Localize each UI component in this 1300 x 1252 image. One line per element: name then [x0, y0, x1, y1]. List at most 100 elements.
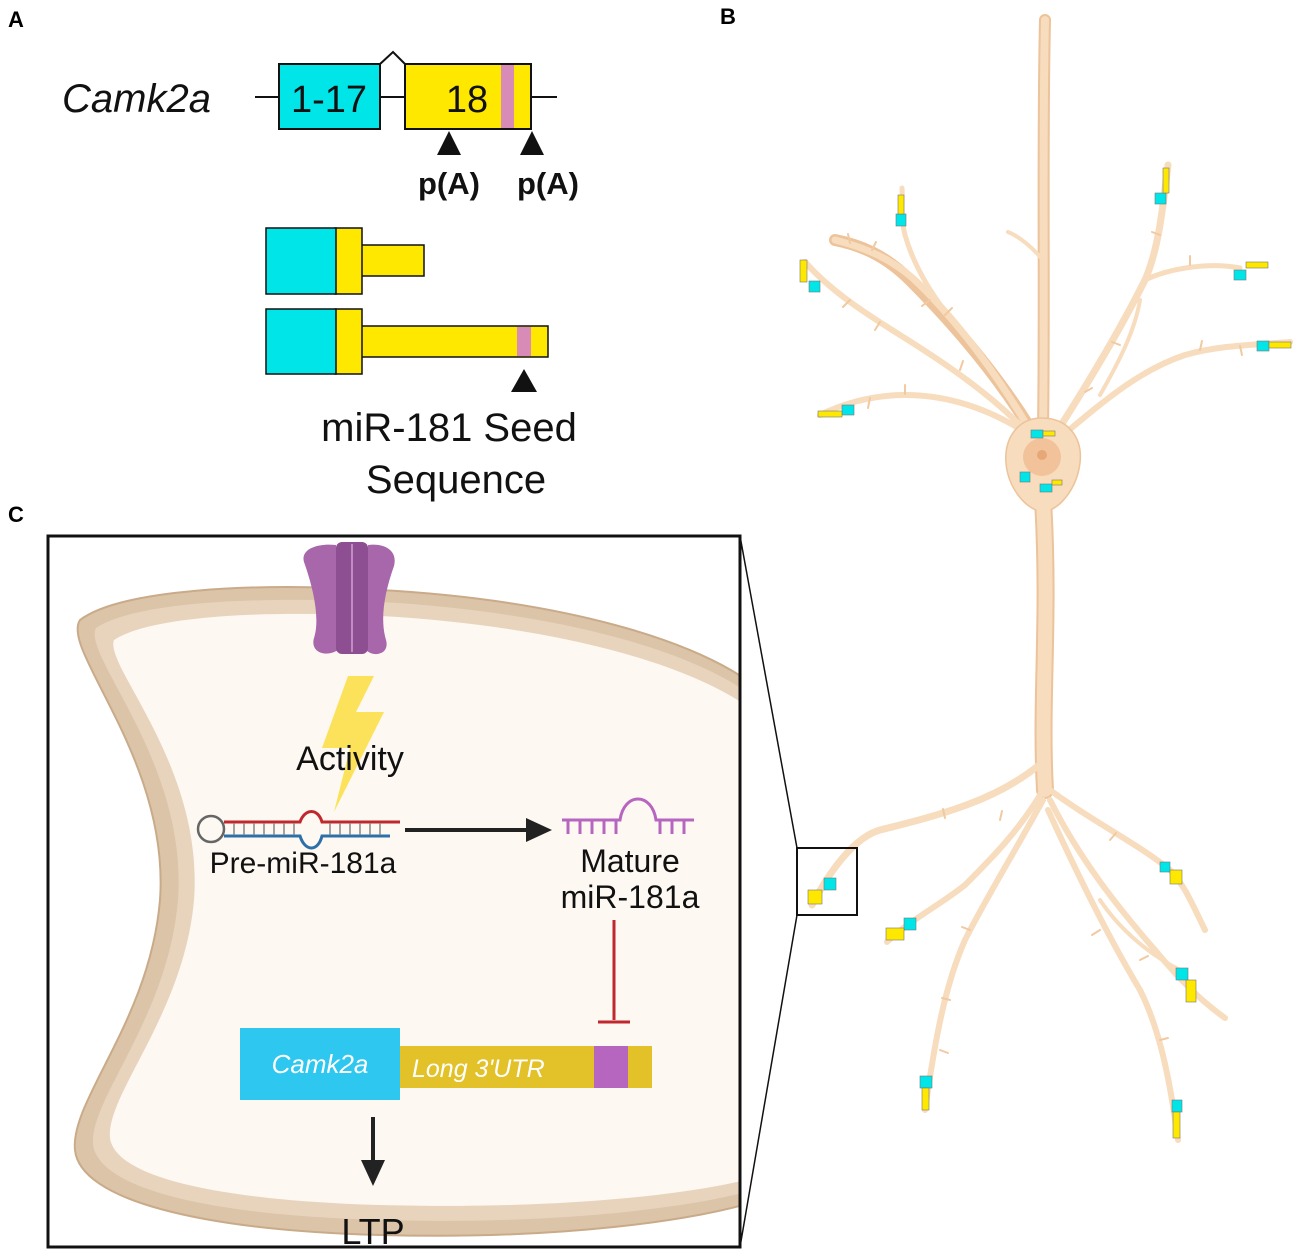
seed-label-line1: miR-181 Seed — [321, 406, 577, 450]
short-transcript-cds-cyan — [265, 227, 337, 295]
spine — [1139, 955, 1149, 961]
spine — [939, 1049, 949, 1054]
spine — [842, 299, 851, 308]
transcript-marker — [919, 1075, 933, 1089]
dendrite-ur-2 — [1142, 263, 1243, 283]
dendritic-spines — [842, 231, 1243, 1054]
transcript-marker — [1169, 869, 1183, 885]
gene-structure: Camk2a 1-17 18 p(A) p(A) — [62, 50, 579, 201]
dendrite-ul-3 — [802, 259, 1023, 428]
ltp-label: LTP — [341, 1211, 404, 1252]
transcript-marker — [841, 404, 855, 416]
spine — [961, 926, 971, 931]
panel-a-letter: A — [8, 7, 24, 32]
spine — [1111, 341, 1121, 346]
mature-mirna — [562, 797, 694, 834]
spine — [1151, 231, 1161, 236]
spine — [1239, 345, 1243, 356]
panel-a: A Camk2a 1-17 18 p(A) p(A) — [8, 7, 579, 502]
dendrite-ll-1 — [808, 756, 1049, 909]
nucleolus — [1037, 450, 1047, 460]
transcript-marker — [921, 1087, 930, 1111]
panel-c: C Activity — [8, 502, 742, 1252]
apical-branch-small — [1006, 230, 1045, 262]
dendrite-lr-2 — [1047, 797, 1228, 1021]
pre-mirna-blue-strand — [224, 834, 390, 850]
panel-c-frame — [46, 534, 742, 1249]
short-transcript-utr — [360, 244, 425, 277]
spine — [874, 321, 881, 331]
utr-seed-site — [594, 1046, 628, 1088]
transcript-marker — [1019, 471, 1031, 483]
transcript-marker — [807, 889, 823, 905]
pre-mirna-red-strand — [224, 810, 400, 824]
transcript-marker — [1154, 192, 1167, 205]
exon-1-17-label: 1-17 — [291, 79, 367, 121]
dendrite-zoom: Activity — [48, 536, 740, 1252]
spine — [921, 299, 931, 307]
transcript-marker — [885, 927, 905, 941]
polya-site-2-arrow — [520, 131, 544, 155]
activity-lightning-icon — [322, 676, 384, 812]
polya-site-1-arrow — [437, 131, 461, 155]
transcript-marker — [1175, 967, 1189, 981]
spine — [1199, 340, 1203, 351]
ion-channel — [303, 542, 395, 655]
seed-arrow — [511, 369, 537, 392]
dendrite-ur-3 — [1059, 339, 1293, 439]
transcript-marker — [1042, 430, 1056, 437]
short-transcript-cds-yellow — [334, 227, 363, 295]
zoom-line-bottom — [739, 914, 798, 1248]
spine — [1109, 832, 1117, 841]
spine — [999, 810, 1003, 821]
transcript-marker — [1256, 340, 1270, 352]
transcript-marker — [808, 280, 821, 293]
transcript-marker — [1245, 261, 1269, 269]
spine — [847, 233, 851, 244]
spine — [1084, 387, 1093, 393]
splice-junction — [379, 50, 406, 65]
dendrite-ur-1 — [1054, 161, 1172, 434]
spine — [959, 360, 964, 371]
short-utr-transcript — [265, 227, 425, 295]
seed-sequence-mark — [501, 65, 514, 128]
spine — [1159, 1037, 1169, 1041]
transcript-marker — [823, 877, 837, 891]
transcript-marker — [895, 213, 907, 227]
long-transcript-cds-cyan — [265, 308, 337, 375]
mature-label-line1: Mature — [580, 843, 680, 879]
camk2a-coding-box — [240, 1028, 400, 1100]
dendrite-ul-1 — [831, 236, 1034, 434]
transcript-marker — [1171, 1099, 1183, 1113]
spine — [871, 241, 877, 251]
transcript-marker — [897, 194, 905, 215]
dendrite-ll-3 — [922, 797, 1046, 1113]
long-transcript-cds-yellow — [334, 308, 363, 375]
transcript-marker — [1051, 479, 1063, 486]
basal-trunk — [1036, 493, 1053, 797]
spine — [1091, 929, 1101, 936]
dendrite-lr-4 — [1098, 898, 1182, 972]
mature-label-line2: miR-181a — [561, 879, 700, 915]
transcript-marker — [1030, 429, 1044, 439]
seed-label-line2: Sequence — [366, 458, 546, 502]
pre-mirna-hairpin — [196, 810, 400, 850]
transcript-marker — [817, 410, 843, 418]
transcript-marker — [1172, 1111, 1181, 1139]
processing-arrowhead — [526, 818, 552, 842]
pre-mirna-label: Pre-miR-181a — [210, 847, 397, 880]
polya-site-2-label: p(A) — [517, 166, 579, 201]
zoom-line-top — [739, 535, 798, 849]
ltp-arrowhead — [361, 1160, 385, 1186]
zoom-box — [796, 847, 858, 916]
camk2a-box-label: Camk2a — [272, 1049, 369, 1079]
ion-channel-left — [303, 544, 338, 654]
dendrite-ur-4 — [1098, 298, 1142, 397]
utr-label: Long 3'UTR — [412, 1055, 545, 1083]
transcript-marker — [1159, 861, 1171, 873]
activity-label: Activity — [296, 740, 404, 778]
panel-b: B — [720, 4, 1293, 1248]
ion-channel-right — [366, 544, 395, 655]
hairpin-loop — [196, 814, 226, 844]
